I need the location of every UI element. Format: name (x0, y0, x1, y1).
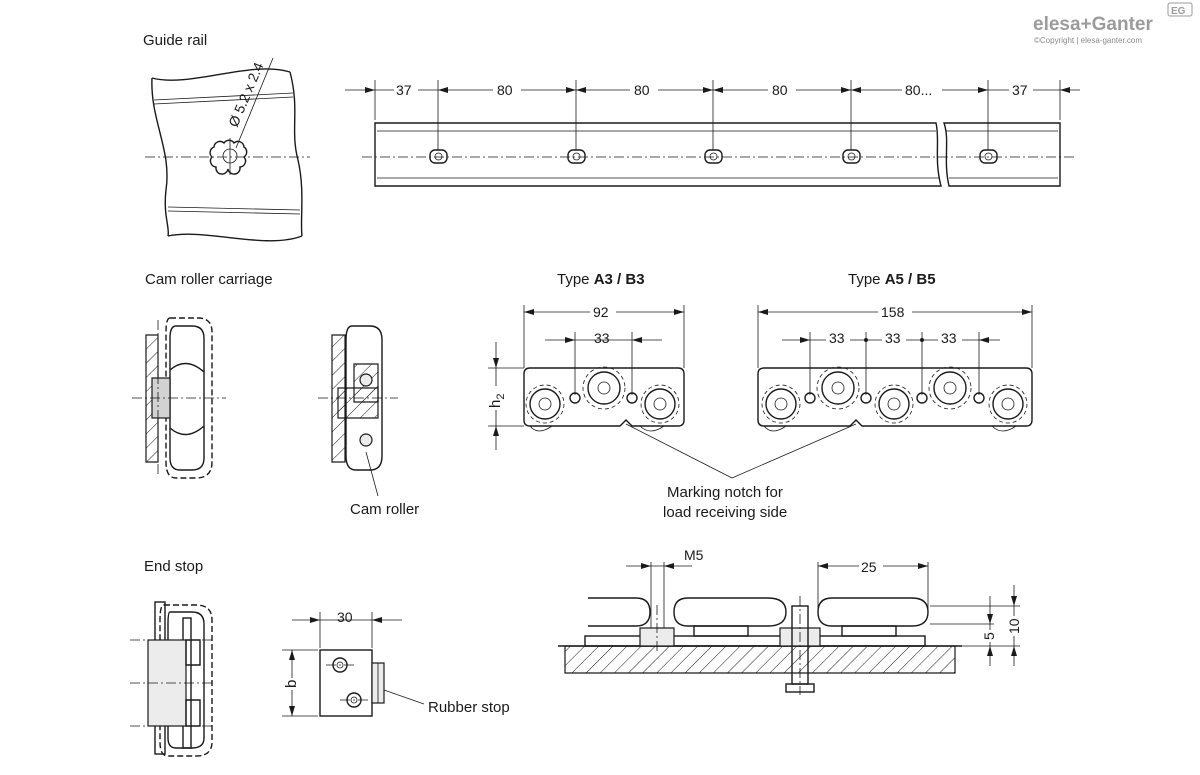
svg-text:Type A3 / B3: Type A3 / B3 (557, 271, 645, 288)
type-a3-title: A3 / B3 (594, 271, 645, 288)
screw-size-dim: M5 (684, 547, 704, 563)
rail-dim-end-right: 37 (1012, 82, 1028, 98)
carriage-section-view (132, 317, 226, 479)
a5-length-dim: 158 (881, 304, 905, 320)
rail-dim-pitch-2: 80 (634, 82, 650, 98)
copyright-text: ©Copyright | elesa-ganter.com (1034, 36, 1142, 45)
guide-rail-side-view: 37 80 80 80 80... 37 (345, 78, 1080, 187)
marking-notch-line-2: load receiving side (663, 504, 787, 521)
rail-dim-end-left: 37 (396, 82, 412, 98)
end-stop-side-view: 30 b Rubber stop (282, 609, 510, 717)
type-a5-prefix: Type (848, 271, 885, 288)
cam-roller-carriage-label: Cam roller carriage (145, 271, 273, 288)
badge-frame (1167, 2, 1193, 17)
end-stop-height-dim: b (283, 680, 300, 688)
a3-height-sub: 2 (495, 394, 507, 400)
rail-dim-pitch-1: 80 (497, 82, 513, 98)
rail-dim-pitch-3: 80 (772, 82, 788, 98)
type-a3-prefix: Type (557, 271, 594, 288)
guide-rail-label: Guide rail (143, 32, 207, 49)
end-stop-width-dim: 30 (337, 609, 353, 625)
a5-pitch-dim-2: 33 (885, 330, 901, 346)
marking-notch-line-1: Marking notch for (667, 484, 783, 501)
a3-length-dim: 92 (593, 304, 609, 320)
height-5-dim: 5 (981, 632, 997, 640)
height-10-dim: 10 (1006, 618, 1022, 634)
a5-pitch-dim-1: 33 (829, 330, 845, 346)
end-stop-label: End stop (144, 558, 203, 575)
marking-notch-callout: Marking notch for load receiving side (625, 423, 857, 521)
svg-text:Type A5 / B5: Type A5 / B5 (848, 271, 936, 288)
logo-badge: EG (1171, 6, 1186, 17)
brand-logo: elesa+Ganter EG ©Copyright | elesa-gante… (1033, 2, 1193, 45)
assembly-side-view: M5 25 5 10 (558, 547, 1022, 695)
type-a5-title: A5 / B5 (885, 271, 936, 288)
a3-height-dim: h2 (487, 394, 507, 408)
a3-pitch-dim: 33 (594, 330, 610, 346)
a3-height-h: h (487, 400, 504, 408)
carriage-type-a3: Type A3 / B3 92 33 h2 (486, 271, 685, 450)
carriage-type-a5: Type A5 / B5 158 (757, 271, 1033, 432)
cam-roller-section-view: Cam roller (318, 325, 419, 518)
rail-holes (429, 149, 998, 164)
roller-spacing-dim: 25 (861, 559, 877, 575)
end-stop-section-view (130, 601, 215, 757)
cam-roller-label: Cam roller (350, 501, 419, 518)
logo-text: elesa+Ganter (1033, 14, 1153, 35)
rail-dim-pitch-cont: 80... (905, 82, 932, 98)
guide-rail-detail: Ø 5.2 x 2.4 (145, 57, 310, 242)
a5-pitch-dim-3: 33 (941, 330, 957, 346)
rubber-stop-label: Rubber stop (428, 699, 510, 716)
